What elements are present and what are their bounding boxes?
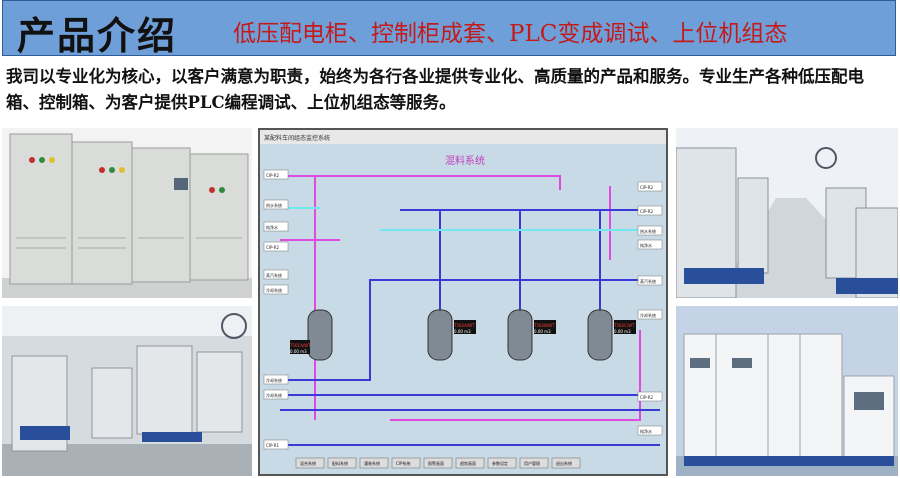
cabinet-photo-1 (2, 128, 252, 298)
scada-screenshot: 某配料车间组态监控系统 混料系统 T501A/WT 0.00 m3 (258, 128, 668, 476)
tank-value: 0.00 m3 (534, 329, 551, 334)
scada-nav-button[interactable]: 退出系统 (556, 460, 572, 466)
scada-nav-button[interactable]: CIP系统 (396, 460, 410, 466)
scada-tag: CIP-R1 (266, 443, 280, 448)
cabinet-photo-2 (676, 306, 898, 476)
page-title: 产品介绍 (17, 13, 178, 58)
scada-nav-button[interactable]: 混合系统 (300, 460, 316, 466)
scada-tag: 冷却系统 (266, 287, 282, 293)
scada-tag: 热水系统 (640, 228, 656, 234)
tank-name: T502A/WT (453, 323, 475, 328)
factory-photo (676, 128, 898, 298)
scada-tag: 冷却系统 (266, 392, 282, 398)
scada-tag: 纯净水 (640, 242, 652, 248)
tank-value: 0.00 m3 (614, 329, 631, 334)
scada-tag: CIP-R2 (640, 209, 654, 214)
scada-nav-button[interactable]: 灌装系统 (364, 460, 380, 466)
tank-value: 0.00 m3 (290, 349, 307, 354)
page-subtitle: 低压配电柜、控制柜成套、PLC变成调试、上位机组态 (233, 21, 788, 47)
scada-tag: 蒸汽系统 (640, 278, 656, 284)
scada-tag: 纯净水 (266, 224, 278, 230)
scada-nav-button[interactable]: 参数设定 (492, 460, 508, 466)
scada-tag: CIP-R2 (640, 185, 654, 190)
tank-name: T502C/WT (613, 323, 635, 328)
scada-tag: 冷却系统 (266, 377, 282, 383)
header-banner: 产品介绍 低压配电柜、控制柜成套、PLC变成调试、上位机组态 (2, 0, 896, 58)
tank-4: T502C/WT 0.00 m3 (587, 309, 636, 361)
intro-paragraph: 我司以专业化为核心，以客户满意为职责，始终为各行各业提供专业化、高质量的产品和服… (6, 67, 864, 112)
scada-tag: 纯净水 (640, 428, 652, 434)
scada-tag: CIP-R2 (266, 245, 280, 250)
tank-name: T501A/WT (289, 343, 311, 348)
tank-value: 0.00 m3 (454, 329, 471, 334)
scada-nav-button[interactable]: 用户管理 (524, 460, 540, 466)
scada-tag: CIP-R2 (266, 173, 280, 178)
scada-tag: 冷却系统 (640, 312, 656, 318)
scada-tag: CIP-R2 (640, 395, 654, 400)
scada-title: 混料系统 (445, 154, 485, 167)
workshop-photo-1 (2, 306, 252, 476)
tank-3: T502B/WT 0.00 m3 (507, 309, 556, 361)
scada-nav-button[interactable]: 趋势画面 (460, 460, 476, 466)
tank-name: T502B/WT (533, 323, 555, 328)
scada-window-title: 某配料车间组态监控系统 (264, 134, 330, 142)
scada-nav-button[interactable]: 报警画面 (428, 460, 444, 466)
scada-nav-button[interactable]: 配料系统 (332, 460, 348, 466)
tank-1: T501A/WT 0.00 m3 (289, 309, 333, 361)
scada-tag: 热水系统 (266, 202, 282, 208)
scada-tag: 蒸汽系统 (266, 272, 282, 278)
tank-2: T502A/WT 0.00 m3 (427, 309, 476, 361)
